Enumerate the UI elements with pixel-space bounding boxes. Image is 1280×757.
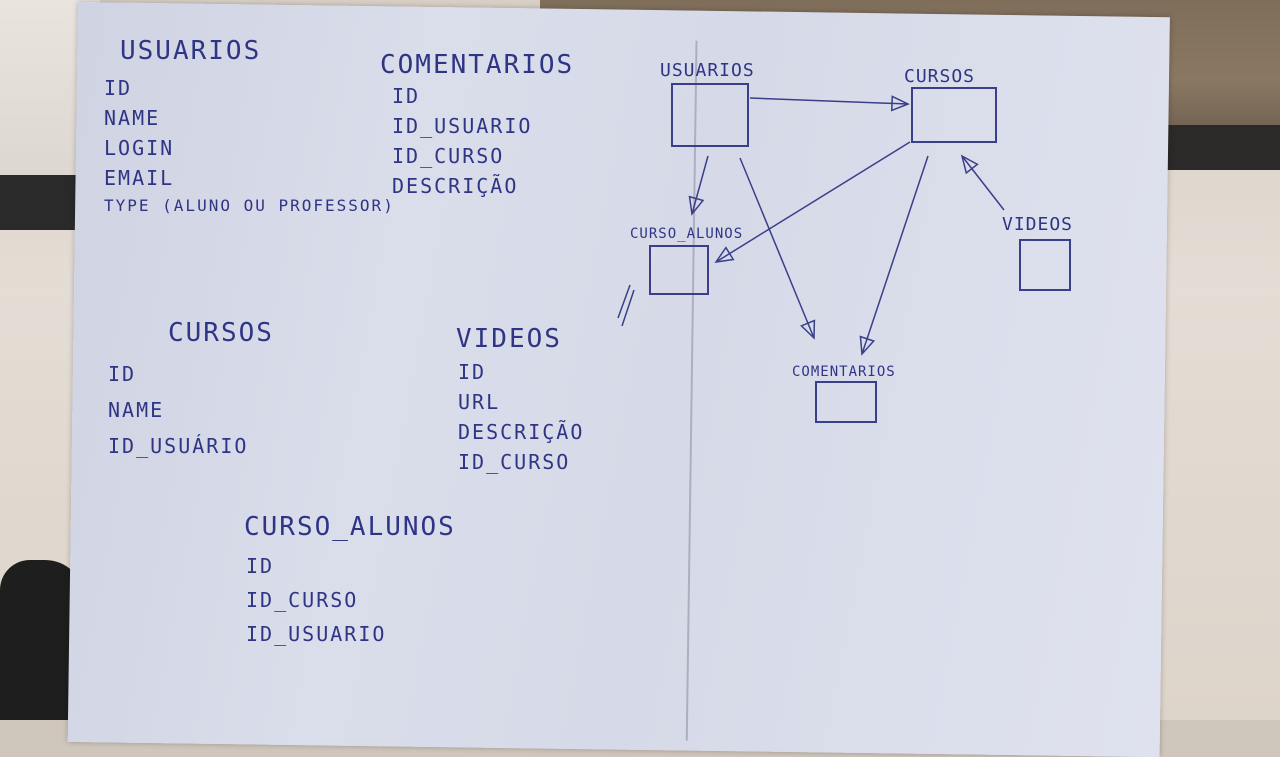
- field: ID: [458, 360, 487, 384]
- diagram-node-usuarios: USUARIOS: [660, 60, 755, 147]
- nodes-layer: USUARIOS CURSOS CURSO_ALUNOS VIDEOS COMENTAR…: [630, 60, 1073, 423]
- edge-line: [691, 155, 709, 215]
- field: ID_USUÁRIO: [108, 434, 249, 458]
- field: EMAIL: [104, 166, 175, 190]
- field: ID: [104, 76, 133, 100]
- relationship-diagram: USUARIOS CURSOS CURSO_ALUNOS VIDEOS COMENTAR…: [617, 60, 1073, 423]
- edge-line: [715, 141, 911, 263]
- diagram-edge-cursos-to-comentarios: [859, 155, 929, 356]
- edge-line: [961, 155, 1005, 211]
- field: DESCRIÇÃO: [458, 420, 585, 444]
- diagram-edge-videos-to-cursos: [960, 154, 1005, 211]
- field-list: ID URL DESCRIÇÃO ID_CURSO: [458, 360, 584, 480]
- diagram-node-comentarios: COMENTARIOS: [792, 364, 896, 423]
- field: DESCRIÇÃO: [392, 174, 519, 198]
- diagram-edge-usuarios-to-curso-alunos: [688, 155, 709, 216]
- table-title: CURSOS: [168, 318, 274, 348]
- node-box: [815, 381, 877, 423]
- cabinet-base: [1150, 125, 1280, 170]
- edges-layer: [688, 95, 1005, 356]
- arrowhead: [859, 335, 876, 356]
- field: TYPE (ALUNO OU PROFESSOR): [104, 196, 395, 215]
- field: ID: [392, 84, 421, 108]
- field: ID: [246, 554, 275, 578]
- node-box: [671, 83, 749, 147]
- field: NAME: [108, 398, 165, 422]
- node-label: USUARIOS: [660, 60, 755, 81]
- field: LOGIN: [104, 136, 175, 160]
- arrowhead: [890, 95, 910, 112]
- field-list: ID ID_CURSO ID_USUARIO: [246, 554, 386, 652]
- node-label: CURSO_ALUNOS: [630, 226, 743, 242]
- diagram-edge-usuarios-to-cursos: [749, 95, 910, 112]
- node-label: CURSOS: [904, 66, 975, 87]
- field: ID_CURSO: [392, 144, 505, 168]
- field-list: ID NAME ID_USUÁRIO: [108, 362, 248, 464]
- node-box: [1019, 239, 1071, 291]
- field: NAME: [104, 106, 161, 130]
- diagram-edge-usuarios-to-comentarios: [739, 157, 816, 340]
- table-title: CURSO_ALUNOS: [244, 512, 456, 542]
- arrowhead: [800, 319, 816, 340]
- fold-mark: [621, 289, 635, 327]
- field: ID: [108, 362, 137, 386]
- node-box: [649, 245, 709, 295]
- arrowhead: [960, 154, 979, 175]
- edge-line: [749, 97, 909, 105]
- node-label: COMENTARIOS: [792, 364, 896, 380]
- edge-line: [861, 155, 929, 355]
- field-list: ID ID_USUARIO ID_CURSO DESCRIÇÃO: [392, 84, 532, 204]
- field: ID_USUARIO: [246, 622, 387, 646]
- diagram-node-cursos: CURSOS: [904, 66, 997, 143]
- diagram-node-curso-alunos: CURSO_ALUNOS: [630, 226, 743, 295]
- field: ID_CURSO: [246, 588, 359, 612]
- node-box: [911, 87, 997, 143]
- edge-line: [739, 157, 815, 339]
- diagram-edge-cursos-to-curso-alunos: [714, 141, 911, 263]
- field: URL: [458, 390, 501, 414]
- table-title: VIDEOS: [456, 324, 562, 354]
- node-label: VIDEOS: [1002, 214, 1073, 235]
- field-list: ID NAME LOGIN EMAIL TYPE (ALUNO OU PROFE…: [104, 76, 395, 221]
- arrowhead: [688, 195, 705, 216]
- field: ID_CURSO: [458, 450, 571, 474]
- table-title: USUARIOS: [120, 36, 262, 66]
- diagram-node-videos: VIDEOS: [1002, 214, 1073, 291]
- field: ID_USUARIO: [392, 114, 533, 138]
- fold-mark: [617, 284, 631, 319]
- table-title: COMENTARIOS: [380, 50, 575, 80]
- arrowhead: [714, 246, 735, 263]
